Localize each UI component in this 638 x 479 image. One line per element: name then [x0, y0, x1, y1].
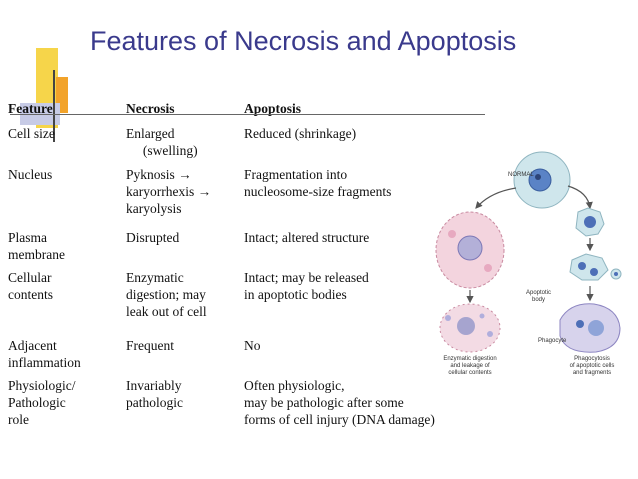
apoptosis-caption: Phagocytosis of apoptotic cells and frag…	[569, 356, 615, 376]
swollen-cell	[435, 211, 505, 289]
shrunken-cell	[575, 207, 605, 237]
cell-necrosis: Enlarged (swelling)	[126, 126, 198, 158]
table-row: Physiologic/ Pathologic role Invariably …	[8, 377, 484, 437]
cell-feature: Cell size	[8, 126, 55, 141]
table-row: Nucleus Pyknosis → karyorrhexis → karyol…	[8, 166, 484, 229]
cell-apoptosis: Reduced (shrinkage)	[244, 126, 357, 141]
cell-necrosis: Enzymatic digestion; may leak out of cel…	[126, 270, 207, 319]
necrosis-caption: Enzymatic digestion and leakage of cellu…	[443, 356, 497, 376]
cell-feature: Physiologic/ Pathologic role	[8, 378, 76, 427]
slide-title: Features of Necrosis and Apoptosis	[90, 26, 517, 56]
cell-necrosis: Disrupted	[126, 230, 180, 245]
cell-apoptosis: No	[244, 338, 261, 353]
comparison-table: Feature Necrosis Apoptosis Cell size Enl…	[8, 100, 484, 437]
necrotic-cell	[439, 303, 501, 353]
cell-necrosis: Invariably pathologic	[126, 378, 183, 410]
normal-label: NORMAL	[508, 172, 534, 178]
decorative-vertical-line	[53, 70, 55, 142]
table-row: Plasma membrane Disrupted Intact; altere…	[8, 229, 484, 269]
table-row: Cellular contents Enzymatic digestion; m…	[8, 269, 484, 337]
necrosis-apoptosis-illustration: NORMAL Apoptotic body Phagocyte Enzymati…	[430, 150, 630, 380]
table-row: Adjacent inflammation Frequent No	[8, 337, 484, 377]
header-divider-line	[10, 114, 485, 115]
normal-cell	[513, 151, 571, 209]
cell-apoptosis: Often physiologic, may be pathologic aft…	[244, 378, 435, 427]
cell-feature: Adjacent inflammation	[8, 338, 81, 370]
cell-apoptosis: Fragmentation into nucleosome-size fragm…	[244, 167, 392, 199]
cell-feature: Nucleus	[8, 167, 53, 182]
cell-feature: Plasma membrane	[8, 230, 65, 262]
cell-necrosis: Frequent	[126, 338, 174, 353]
phagocyte	[559, 303, 621, 353]
arrow-to-apoptosis	[567, 185, 593, 210]
table-row: Cell size Enlarged (swelling) Reduced (s…	[8, 125, 484, 166]
phagocyte-label: Phagocyte	[538, 338, 567, 344]
fragmenting-cell	[569, 253, 622, 281]
cell-necrosis: Pyknosis → karyorrhexis → karyolysis	[126, 167, 212, 216]
cell-apoptosis: Intact; altered structure	[244, 230, 370, 245]
cell-death-diagram	[435, 151, 622, 353]
header-apoptosis: Apoptosis	[244, 101, 302, 116]
header-necrosis: Necrosis	[126, 101, 175, 116]
arrow-to-necrosis	[475, 187, 517, 209]
cell-apoptosis: Intact; may be released in apoptotic bod…	[244, 270, 369, 302]
apoptotic-body-label: Apoptotic body	[526, 290, 552, 303]
table-header-row: Feature Necrosis Apoptosis	[8, 100, 484, 125]
cell-feature: Cellular contents	[8, 270, 53, 302]
header-feature: Feature	[8, 101, 53, 116]
